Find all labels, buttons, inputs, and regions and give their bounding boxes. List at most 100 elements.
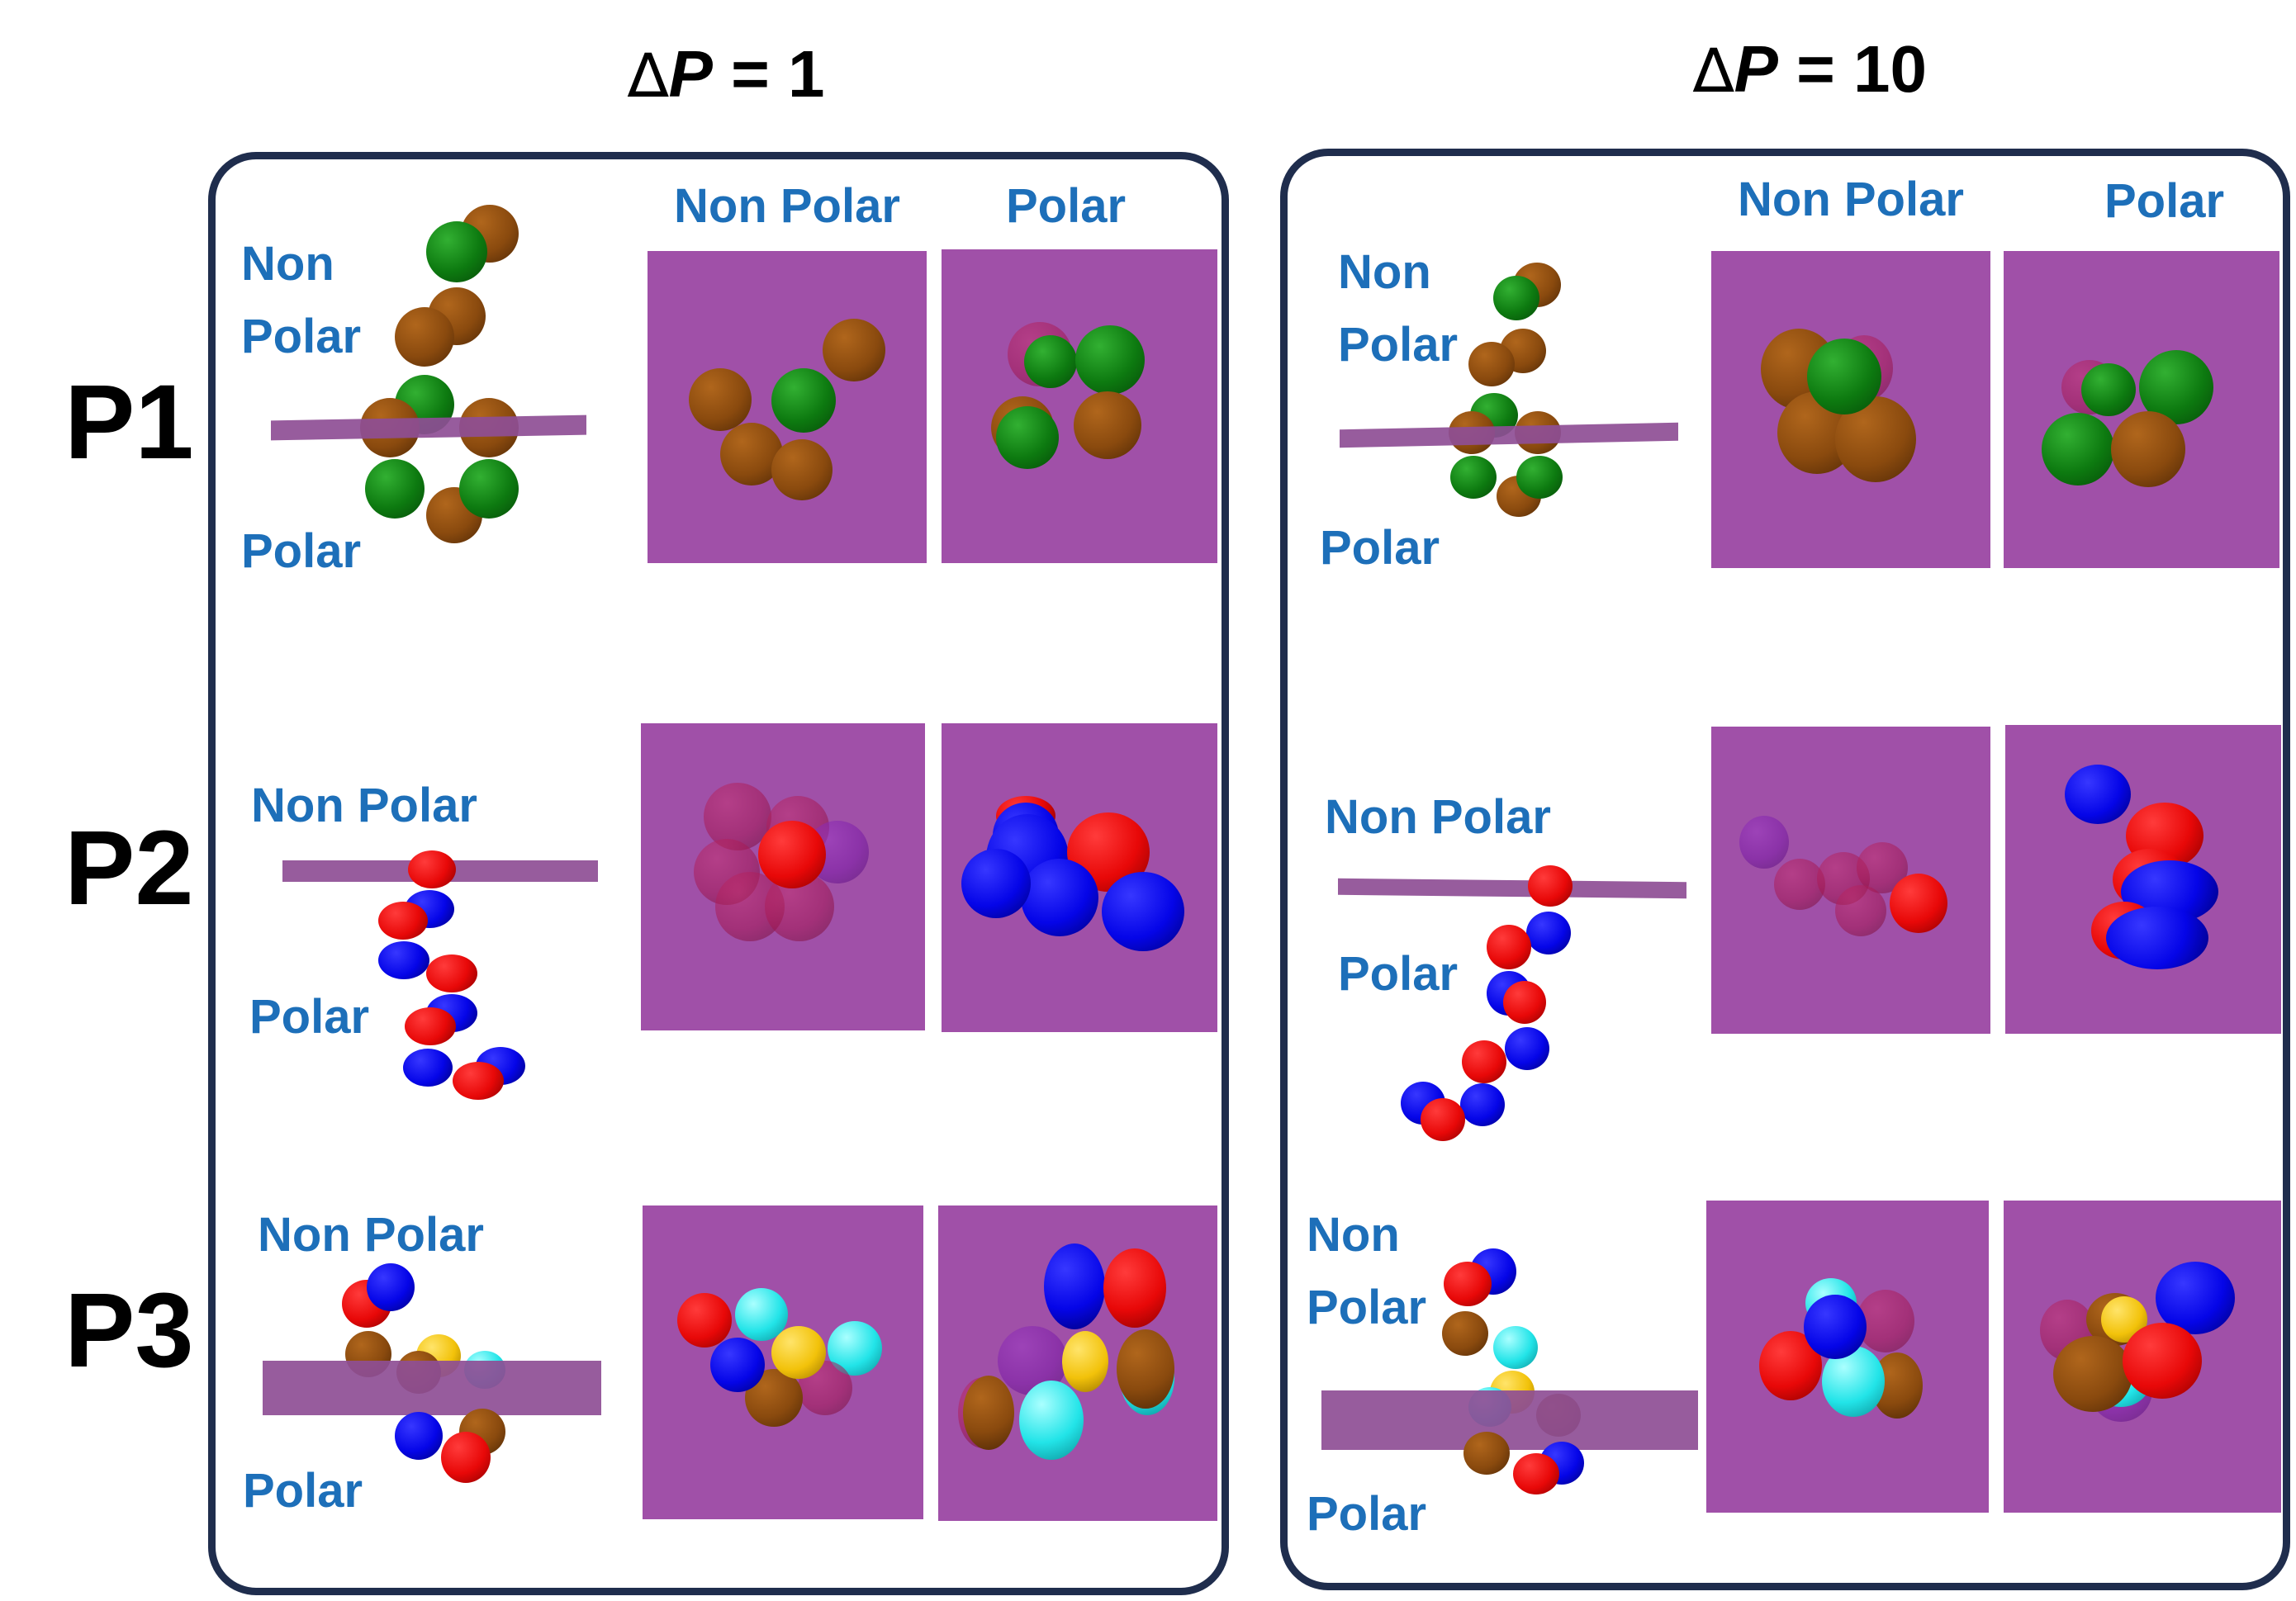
side-label-nonpolar: Non Polar — [258, 1208, 484, 1262]
bead — [1857, 1290, 1914, 1352]
bead — [395, 1412, 443, 1460]
bead — [1890, 874, 1947, 933]
bead — [1103, 1248, 1166, 1328]
bead — [1513, 1453, 1559, 1494]
col-label-polar-dp1: Polar — [1006, 179, 1127, 233]
bead — [1463, 1432, 1510, 1475]
bead — [823, 319, 885, 381]
bead — [2106, 907, 2208, 969]
bead — [1526, 912, 1571, 954]
header-value: = 10 — [1777, 32, 1928, 106]
side-label-polar: Polar — [243, 1464, 363, 1518]
header-dp1: ∆P = 1 — [628, 36, 825, 112]
side-label-polar: Polar — [241, 524, 362, 578]
view-p3-dp10-nonpolar — [1706, 1201, 1989, 1513]
side-label-non: Non — [1307, 1208, 1400, 1262]
bead — [1444, 1262, 1492, 1306]
view-p3-dp1-polar — [938, 1205, 1217, 1521]
bead — [405, 1007, 456, 1045]
bead — [1804, 1295, 1867, 1359]
bead — [1774, 859, 1825, 910]
bead — [2053, 1336, 2132, 1412]
bead — [771, 439, 833, 500]
bead — [403, 1049, 453, 1087]
p-symbol: P — [1734, 32, 1778, 106]
panel-dp1 — [208, 152, 1229, 1595]
side-label-polar: Polar — [1307, 1487, 1427, 1541]
bead — [1421, 1098, 1465, 1141]
side-label-polar: Polar — [1320, 521, 1440, 575]
row-label-p2: P2 — [64, 809, 194, 927]
bead — [1075, 325, 1145, 395]
view-p2-dp1-polar — [942, 723, 1217, 1032]
view-p2-dp10-polar — [2005, 725, 2281, 1034]
side-label-polar: Polar — [1338, 947, 1459, 1001]
bead — [1460, 1083, 1505, 1126]
side-label-polar: Polar — [1338, 318, 1459, 372]
bead — [2123, 1323, 2202, 1399]
bead — [1516, 456, 1563, 499]
view-p3-dp10-polar — [2004, 1201, 2281, 1513]
bead — [1024, 335, 1077, 388]
bead — [996, 406, 1059, 469]
bead — [426, 221, 487, 282]
bead — [1493, 1326, 1538, 1369]
row-label-p3: P3 — [64, 1272, 194, 1390]
bead — [710, 1338, 765, 1392]
bead — [1807, 339, 1881, 414]
bead — [1450, 456, 1497, 499]
bead — [1442, 1311, 1488, 1356]
bead — [441, 1432, 491, 1483]
bead — [1505, 1027, 1549, 1070]
bead — [1102, 872, 1184, 951]
bead — [758, 821, 826, 888]
bead — [367, 1263, 415, 1311]
bead — [735, 1288, 788, 1341]
header-value: = 1 — [712, 37, 825, 111]
bead — [2111, 411, 2185, 487]
view-p3-dp1-nonpolar — [643, 1205, 923, 1519]
bead — [459, 459, 519, 519]
bead — [1462, 1040, 1506, 1083]
bead — [1528, 865, 1573, 907]
col-label-polar-dp10: Polar — [2104, 174, 2225, 228]
bead — [453, 1062, 504, 1100]
view-p1-dp1-nonpolar — [648, 251, 927, 563]
bead — [1044, 1243, 1105, 1329]
bead — [1021, 859, 1098, 936]
side-label-non: Non — [241, 237, 334, 291]
bead — [1062, 1331, 1108, 1392]
bead — [2156, 1262, 2235, 1334]
view-p2-dp1-nonpolar — [641, 723, 925, 1030]
delta-symbol: ∆ — [628, 40, 669, 111]
side-label-nonpolar: Non Polar — [251, 779, 477, 832]
bead — [961, 849, 1031, 918]
view-p2-dp10-nonpolar — [1711, 727, 1990, 1034]
side-label-nonpolar: Non Polar — [1325, 790, 1551, 844]
side-label-polar: Polar — [1307, 1281, 1427, 1334]
bead — [365, 459, 425, 519]
panel-dp10 — [1280, 149, 2290, 1590]
bead — [771, 1326, 826, 1379]
bead — [677, 1293, 732, 1348]
bead — [1493, 276, 1539, 320]
bead — [1835, 885, 1886, 936]
col-label-nonpolar-dp1: Non Polar — [674, 179, 900, 233]
header-dp10: ∆P = 10 — [1693, 31, 1927, 107]
bead — [1117, 1329, 1174, 1409]
side-label-polar: Polar — [241, 310, 362, 363]
membrane-plane — [1321, 1390, 1698, 1450]
bead — [1074, 391, 1141, 459]
bead — [2042, 413, 2114, 486]
bead — [378, 902, 428, 940]
bead — [395, 307, 454, 367]
bead — [426, 954, 477, 992]
bead — [1019, 1381, 1084, 1460]
membrane-plane — [263, 1361, 601, 1415]
bead — [1739, 816, 1789, 869]
bead — [1468, 342, 1515, 386]
view-p1-dp10-nonpolar — [1711, 251, 1990, 568]
col-label-nonpolar-dp10: Non Polar — [1738, 173, 1964, 226]
p-symbol: P — [668, 37, 713, 111]
bead — [2081, 363, 2136, 416]
